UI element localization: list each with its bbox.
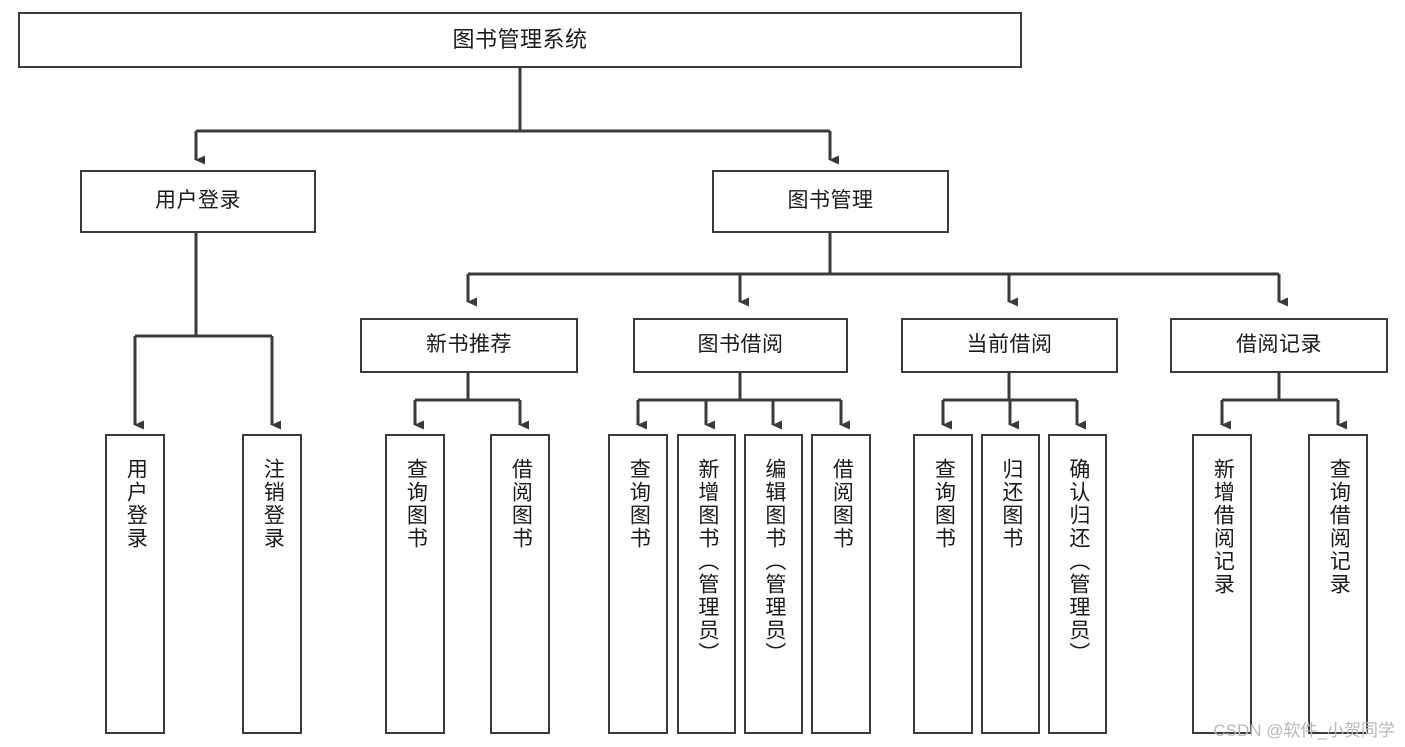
node-book-borrow[interactable]: 图书借阅 xyxy=(633,318,848,373)
node-label: 新增图书（管理员） xyxy=(695,458,719,665)
leaf-new-book-borrow-book[interactable]: 借阅图书 xyxy=(490,434,550,734)
node-label: 查询图书 xyxy=(627,458,651,550)
leaf-borrow-borrow-book[interactable]: 借阅图书 xyxy=(811,434,871,734)
leaf-current-query-book[interactable]: 查询图书 xyxy=(913,434,973,734)
node-book-management[interactable]: 图书管理 xyxy=(712,170,949,233)
node-current-borrow[interactable]: 当前借阅 xyxy=(901,318,1118,373)
node-label: 确认归还（管理员） xyxy=(1066,458,1090,665)
node-root-book-management-system[interactable]: 图书管理系统 xyxy=(18,12,1022,68)
node-label: 图书借阅 xyxy=(697,333,784,357)
node-label: 用户登录 xyxy=(124,458,148,550)
leaf-borrow-add-book-admin[interactable]: 新增图书（管理员） xyxy=(677,434,736,734)
node-user-login[interactable]: 用户登录 xyxy=(80,170,316,233)
node-label: 当前借阅 xyxy=(966,333,1053,357)
leaf-new-book-query-book[interactable]: 查询图书 xyxy=(385,434,445,734)
node-label: 借阅图书 xyxy=(509,458,533,550)
leaf-user-login-login[interactable]: 用户登录 xyxy=(105,434,165,734)
node-label: 新书推荐 xyxy=(426,333,512,357)
node-label: 新增借阅记录 xyxy=(1211,458,1235,596)
node-new-book-recommend[interactable]: 新书推荐 xyxy=(360,318,578,373)
leaf-user-login-logout[interactable]: 注销登录 xyxy=(242,434,302,734)
node-label: 注销登录 xyxy=(261,458,285,550)
node-label: 归还图书 xyxy=(999,458,1023,550)
node-label: 借阅记录 xyxy=(1236,333,1322,357)
node-label: 查询图书 xyxy=(932,458,956,550)
leaf-borrow-edit-book-admin[interactable]: 编辑图书（管理员） xyxy=(744,434,803,734)
node-label: 用户登录 xyxy=(155,189,241,213)
leaf-current-confirm-return-admin[interactable]: 确认归还（管理员） xyxy=(1048,434,1107,734)
leaf-borrow-query-book[interactable]: 查询图书 xyxy=(608,434,668,734)
node-label: 图书管理系统 xyxy=(452,27,588,53)
node-label: 借阅图书 xyxy=(830,458,854,550)
node-borrow-record[interactable]: 借阅记录 xyxy=(1170,318,1388,373)
leaf-record-add-record[interactable]: 新增借阅记录 xyxy=(1192,434,1252,734)
node-label: 查询借阅记录 xyxy=(1327,458,1351,596)
node-label: 图书管理 xyxy=(787,189,874,213)
leaf-record-query-record[interactable]: 查询借阅记录 xyxy=(1308,434,1368,734)
leaf-current-return-book[interactable]: 归还图书 xyxy=(981,434,1040,734)
node-label: 查询图书 xyxy=(404,458,428,550)
watermark-text: CSDN @软件_小贺同学 xyxy=(1213,721,1395,740)
node-label: 编辑图书（管理员） xyxy=(762,458,786,665)
